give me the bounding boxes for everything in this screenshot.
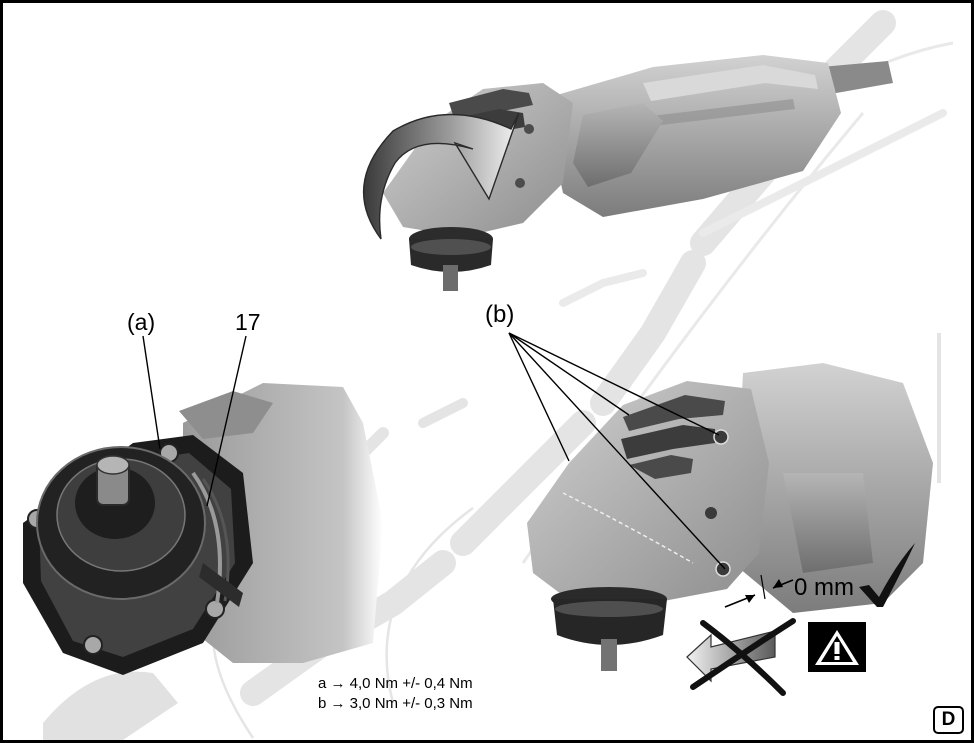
label-part-17: 17 [235,309,261,335]
torque-line-a: a → 4,0 Nm +/- 0,4 Nm [318,675,473,692]
label-b: (b) [485,301,515,328]
figure-letter-badge: D [933,706,964,734]
torque-line-b: b → 3,0 Nm +/- 0,3 Nm [318,695,473,712]
crossed-arrow-icon [686,618,796,696]
illustration-art [23,10,954,740]
torque-spec: a → 4,0 Nm +/- 0,4 Nm b → 3,0 Nm +/- 0,3… [318,674,473,714]
grinder-right-closeup [508,332,941,671]
label-a: (a) [127,309,156,335]
grinder-top [362,55,893,291]
warning-triangle-icon [808,622,866,672]
rotation-arrow-icon [362,112,520,240]
grinder-left-closeup [23,383,383,675]
gap-dimension [724,574,794,608]
label-gap-mm: 0 mm [794,574,854,601]
checkmark-icon [859,543,915,607]
leader-lines-left [142,335,247,507]
